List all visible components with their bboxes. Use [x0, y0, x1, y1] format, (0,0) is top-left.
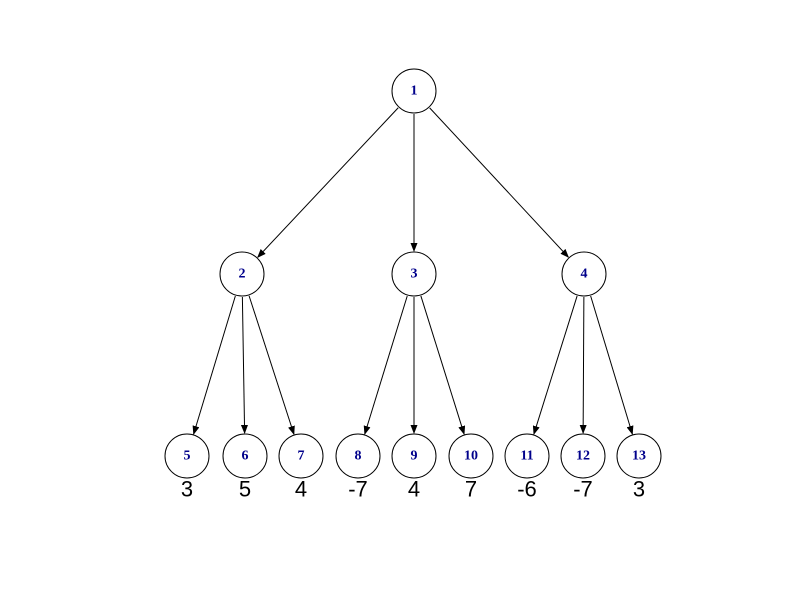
node-label-12: 12	[576, 449, 590, 464]
node-label-9: 9	[411, 449, 418, 464]
node-label-1: 1	[411, 84, 418, 99]
tree-edge-3-8	[363, 295, 408, 435]
leaf-value-12: -7	[573, 477, 593, 502]
tree-node-2	[219, 251, 265, 297]
tree-node-8	[335, 433, 381, 479]
tree-edge-4-12	[579, 296, 587, 435]
tree-node-6	[222, 433, 268, 479]
node-label-13: 13	[632, 449, 646, 464]
node-label-8: 8	[355, 449, 362, 464]
tree-node-1	[391, 68, 437, 114]
tree-node-10	[448, 433, 494, 479]
leaf-value-7: 4	[295, 477, 307, 502]
tree-edge-4-11	[532, 295, 578, 436]
tree-node-5	[164, 433, 210, 479]
tree-node-11	[504, 433, 550, 479]
tree-node-7	[278, 433, 324, 479]
leaf-value-11: -6	[517, 477, 537, 502]
leaf-value-9: 4	[408, 477, 420, 502]
tree-edge-1-2	[257, 107, 399, 258]
leaf-value-5: 3	[181, 477, 193, 502]
node-label-4: 4	[581, 267, 588, 282]
tree-edge-1-4	[429, 107, 570, 258]
node-label-10: 10	[464, 449, 478, 464]
tree-node-13	[616, 433, 662, 479]
tree-node-12	[560, 433, 606, 479]
node-label-7: 7	[298, 449, 305, 464]
tree-node-9	[391, 433, 437, 479]
leaf-value-8: -7	[348, 477, 368, 502]
tree-edge-4-13	[590, 295, 634, 435]
tree-node-4	[561, 251, 607, 297]
leaf-value-6: 5	[239, 477, 251, 502]
node-label-6: 6	[242, 449, 249, 464]
node-label-2: 2	[239, 267, 246, 282]
tree-node-3	[391, 251, 437, 297]
leaf-value-13: 3	[633, 477, 645, 502]
tree-edge-3-10	[420, 295, 466, 436]
leaf-value-10: 7	[465, 477, 477, 502]
tree-edge-2-5	[192, 295, 236, 435]
node-label-11: 11	[520, 449, 533, 464]
tree-edge-2-7	[248, 295, 295, 436]
tree-edge-2-6	[240, 296, 248, 435]
node-label-5: 5	[184, 449, 191, 464]
node-label-3: 3	[411, 267, 418, 282]
